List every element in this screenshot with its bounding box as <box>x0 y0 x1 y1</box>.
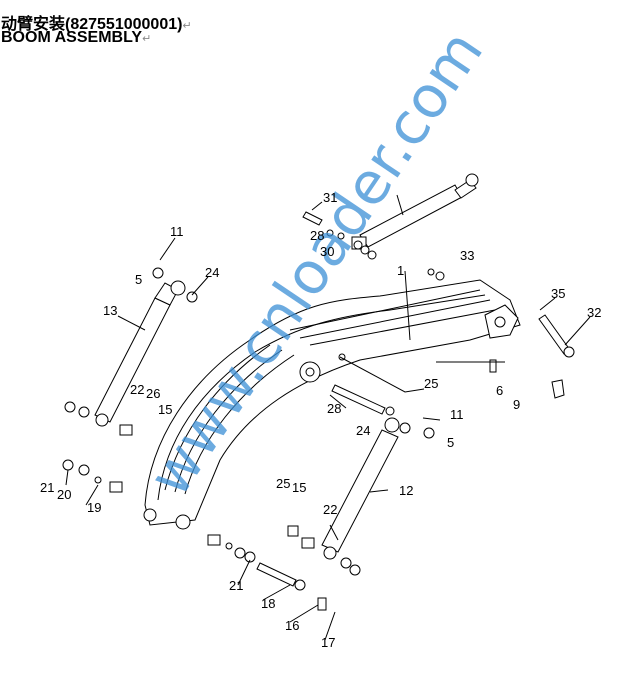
callout-18: 18 <box>261 596 275 611</box>
callout-9: 9 <box>513 397 520 412</box>
title-chinese-text: 动臂安装(827551000001) <box>1 16 183 33</box>
callout-31: 31 <box>323 190 337 205</box>
title-english: BOOM ASSEMBLY↵ <box>1 29 151 47</box>
callout-24: 24 <box>356 423 370 438</box>
callout-22: 22 <box>130 382 144 397</box>
callout-6: 6 <box>496 383 503 398</box>
callout-11b: 11 <box>170 224 184 239</box>
callout-17: 17 <box>321 635 335 650</box>
callout-28: 28 <box>310 228 324 243</box>
callout-33: 33 <box>460 248 474 263</box>
callout-15b: 15 <box>292 480 306 495</box>
callout-30: 30 <box>320 244 334 259</box>
cylinder-12 <box>287 384 435 576</box>
callout-11: 11 <box>450 407 464 422</box>
cylinder-top <box>302 173 479 260</box>
callout-16: 16 <box>285 618 299 633</box>
return-mark-icon: ↵ <box>182 20 192 32</box>
callout-25: 25 <box>424 376 438 391</box>
title-english-text: BOOM ASSEMBLY <box>1 29 143 46</box>
callout-21: 21 <box>40 480 54 495</box>
callout-24b: 24 <box>205 265 219 280</box>
callout-5b: 5 <box>135 272 142 287</box>
callout-32: 32 <box>587 305 601 320</box>
callout-20: 20 <box>57 487 71 502</box>
callout-35: 35 <box>551 286 565 301</box>
callout-26: 26 <box>146 386 160 401</box>
boom-part-1 <box>143 279 521 530</box>
callout-25b: 25 <box>276 476 290 491</box>
callout-13: 13 <box>103 303 117 318</box>
callout-15: 15 <box>158 402 172 417</box>
cylinder-13 <box>62 267 198 493</box>
callout-19: 19 <box>87 500 101 515</box>
return-mark-icon: ↵ <box>142 33 152 45</box>
callout-28b: 28 <box>327 401 341 416</box>
callout-21b: 21 <box>229 578 243 593</box>
callout-12: 12 <box>399 483 413 498</box>
leader-lines <box>65 194 591 641</box>
callout-5: 5 <box>447 435 454 450</box>
title-chinese: 动臂安装(827551000001)↵ <box>1 10 192 34</box>
callout-labels: 31 30 28 33 1 35 32 25 6 9 11 5 24 28 12… <box>40 190 601 650</box>
callout-22b: 22 <box>323 502 337 517</box>
callout-1: 1 <box>397 263 404 278</box>
watermark: www.cnloader.com <box>135 18 496 507</box>
